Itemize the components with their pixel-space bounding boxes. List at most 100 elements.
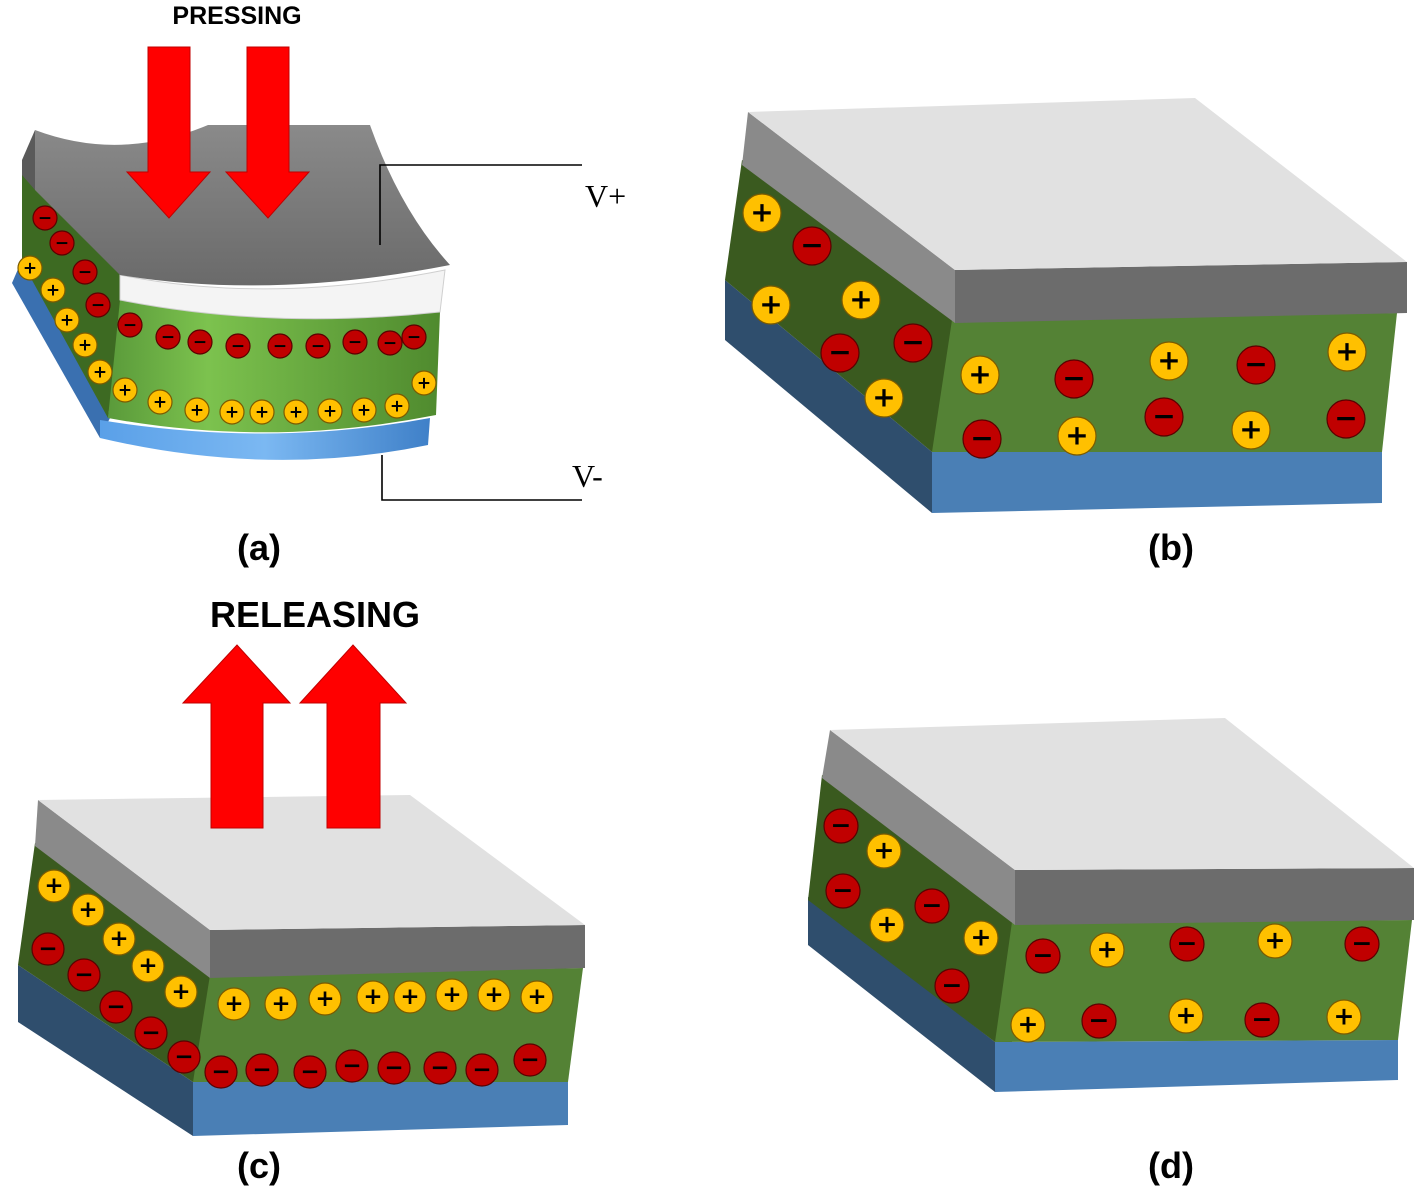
svg-text:+: + — [118, 380, 132, 400]
svg-text:−: − — [78, 262, 92, 282]
svg-text:+: + — [153, 392, 167, 412]
svg-text:+: + — [190, 400, 204, 420]
positive-charge-icon: + — [283, 399, 309, 425]
bottom-electrode-front — [193, 1082, 568, 1136]
positive-charge-icon: + — [184, 397, 210, 423]
svg-text:−: − — [922, 891, 943, 920]
svg-text:−: − — [1352, 929, 1373, 958]
svg-text:+: + — [1018, 1010, 1039, 1039]
charges-panel-c: +++++−−−−−++++++++−−−−−−−− — [31, 869, 554, 1089]
negative-charge-icon: − — [342, 329, 368, 355]
svg-text:−: − — [252, 1057, 271, 1083]
svg-text:+: + — [484, 982, 503, 1008]
positive-charge-icon: + — [960, 355, 1000, 395]
negative-charge-icon: − — [187, 329, 213, 355]
positive-charge-icon: + — [520, 980, 554, 1014]
svg-text:+: + — [442, 982, 461, 1008]
top-electrode-side — [822, 730, 1015, 925]
top-electrode-top — [38, 795, 585, 930]
positive-charge-icon: + — [317, 398, 343, 424]
positive-charge-icon: + — [40, 277, 66, 303]
svg-text:+: + — [1335, 335, 1358, 368]
positive-charge-icon: + — [102, 922, 136, 956]
svg-text:+: + — [23, 258, 37, 278]
negative-charge-icon: − — [820, 333, 860, 373]
negative-charge-icon: − — [167, 1040, 201, 1074]
panel-d: −+−−++−−+−+−+−+−+ (d) — [808, 718, 1414, 1186]
positive-charge-icon: + — [1010, 1007, 1046, 1043]
top-electrode-bent — [35, 125, 450, 286]
svg-text:+: + — [289, 402, 303, 422]
positive-charge-icon: + — [751, 285, 791, 325]
negative-charge-icon: − — [1025, 938, 1061, 974]
bottom-electrode-front — [995, 1040, 1398, 1092]
top-electrode-left-face — [22, 130, 35, 190]
top-electrode-top — [748, 98, 1407, 270]
svg-text:−: − — [273, 336, 287, 356]
svg-text:−: − — [800, 229, 823, 262]
positive-charge-icon: + — [1168, 998, 1204, 1034]
negative-charge-icon: − — [204, 1055, 238, 1089]
svg-text:+: + — [1239, 413, 1262, 446]
positive-charge-icon: + — [1057, 416, 1097, 456]
svg-text:−: − — [141, 1020, 160, 1046]
up-arrow-icon — [298, 644, 408, 829]
negative-charge-icon: − — [1344, 926, 1380, 962]
negative-charge-icon: − — [792, 226, 832, 266]
down-arrow-icon — [224, 46, 311, 219]
down-arrow-icon — [125, 46, 212, 219]
negative-charge-icon: − — [823, 808, 859, 844]
top-electrode-front — [955, 262, 1407, 323]
negative-charge-icon: − — [423, 1051, 457, 1085]
svg-text:+: + — [750, 196, 773, 229]
negative-charge-icon: − — [31, 932, 65, 966]
positive-charge-icon: + — [351, 397, 377, 423]
svg-text:+: + — [271, 991, 290, 1017]
svg-text:−: − — [91, 295, 105, 315]
top-electrode-front — [210, 925, 585, 978]
negative-charge-icon: − — [377, 1051, 411, 1085]
svg-text:−: − — [311, 336, 325, 356]
positive-charge-icon: + — [1327, 332, 1367, 372]
panel-label-a: (a) — [237, 527, 281, 568]
positive-charge-icon: + — [217, 987, 251, 1021]
positive-charge-icon: + — [72, 332, 98, 358]
svg-text:−: − — [384, 1055, 403, 1081]
negative-charge-icon: − — [67, 958, 101, 992]
svg-text:−: − — [1244, 348, 1267, 381]
bottom-electrode-side — [808, 897, 995, 1092]
positive-charge-icon: + — [742, 193, 782, 233]
positive-charge-icon: + — [869, 907, 905, 943]
svg-text:−: − — [348, 332, 362, 352]
svg-text:+: + — [138, 953, 157, 979]
negative-charge-icon: − — [513, 1043, 547, 1077]
svg-text:+: + — [527, 984, 546, 1010]
negative-charge-icon: − — [893, 323, 933, 363]
panel-label-d: (d) — [1148, 1145, 1194, 1186]
positive-charge-icon: + — [264, 987, 298, 1021]
action-label-releasing: RELEASING — [210, 594, 420, 635]
positive-charge-icon: + — [393, 980, 427, 1014]
negative-charge-icon: − — [1081, 1003, 1117, 1039]
svg-text:−: − — [901, 326, 924, 359]
negative-charge-icon: − — [305, 333, 331, 359]
negative-charge-icon: − — [335, 1049, 369, 1083]
positive-charge-icon: + — [164, 975, 198, 1009]
svg-text:+: + — [400, 984, 419, 1010]
up-arrow-icon — [181, 644, 292, 829]
negative-charge-icon: − — [245, 1053, 279, 1087]
wire-top — [379, 164, 582, 245]
charges-panel-a: −−+−+−+++−−−−−−−−−++++++++++ — [17, 205, 437, 425]
positive-charge-icon: + — [308, 982, 342, 1016]
charges-panel-d: −+−−++−−+−+−+−+−+ — [823, 808, 1380, 1043]
svg-text:+: + — [93, 362, 107, 382]
svg-text:−: − — [430, 1055, 449, 1081]
top-electrode-underside — [119, 269, 446, 320]
positive-charge-icon: + — [963, 920, 999, 956]
svg-text:−: − — [74, 962, 93, 988]
positive-charge-icon: + — [1231, 410, 1271, 450]
positive-charge-icon: + — [866, 833, 902, 869]
svg-text:−: − — [833, 876, 854, 905]
terminal-positive-label: V+ — [585, 178, 626, 214]
